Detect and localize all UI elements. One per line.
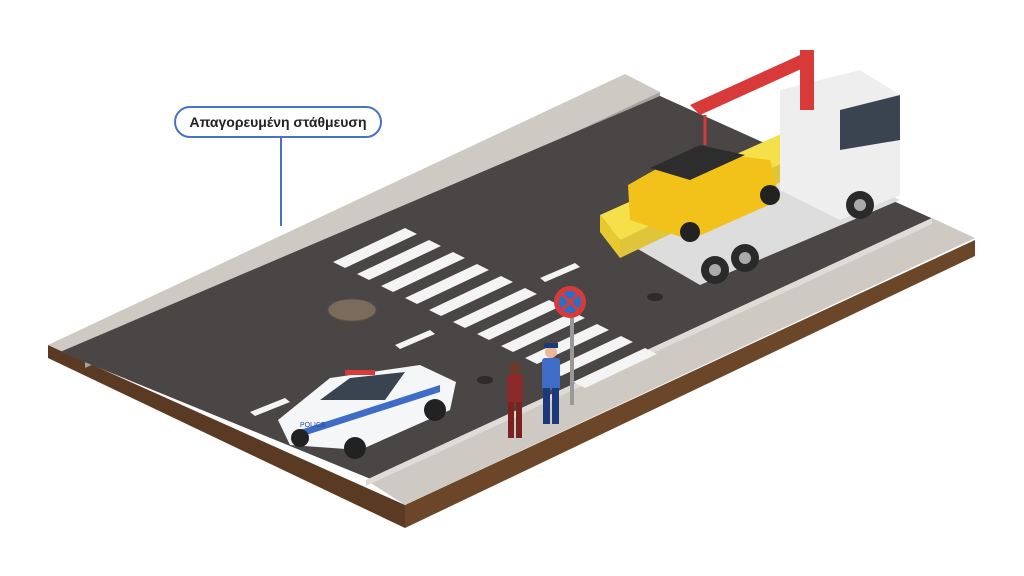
lane-markings: [250, 263, 580, 416]
police-car: POLICE: [278, 365, 456, 459]
ground-right-side: [405, 240, 975, 528]
back-sidewalk: [48, 74, 660, 362]
drain: [477, 376, 493, 384]
callout-label: Απαγορευμένη στάθμευση: [174, 106, 382, 138]
police-officer: [542, 343, 560, 424]
crosswalk: [333, 228, 657, 388]
driver-person: [507, 362, 523, 438]
towed-yellow-car: [628, 145, 780, 242]
ground-left-side: [48, 345, 405, 528]
no-parking-sign: [554, 286, 586, 405]
callout-leader-line: [280, 138, 282, 226]
drain: [647, 293, 663, 301]
manhole-cover: [327, 298, 377, 322]
police-label: POLICE: [300, 422, 326, 429]
callout-text: Απαγορευμένη στάθμευση: [189, 114, 367, 130]
